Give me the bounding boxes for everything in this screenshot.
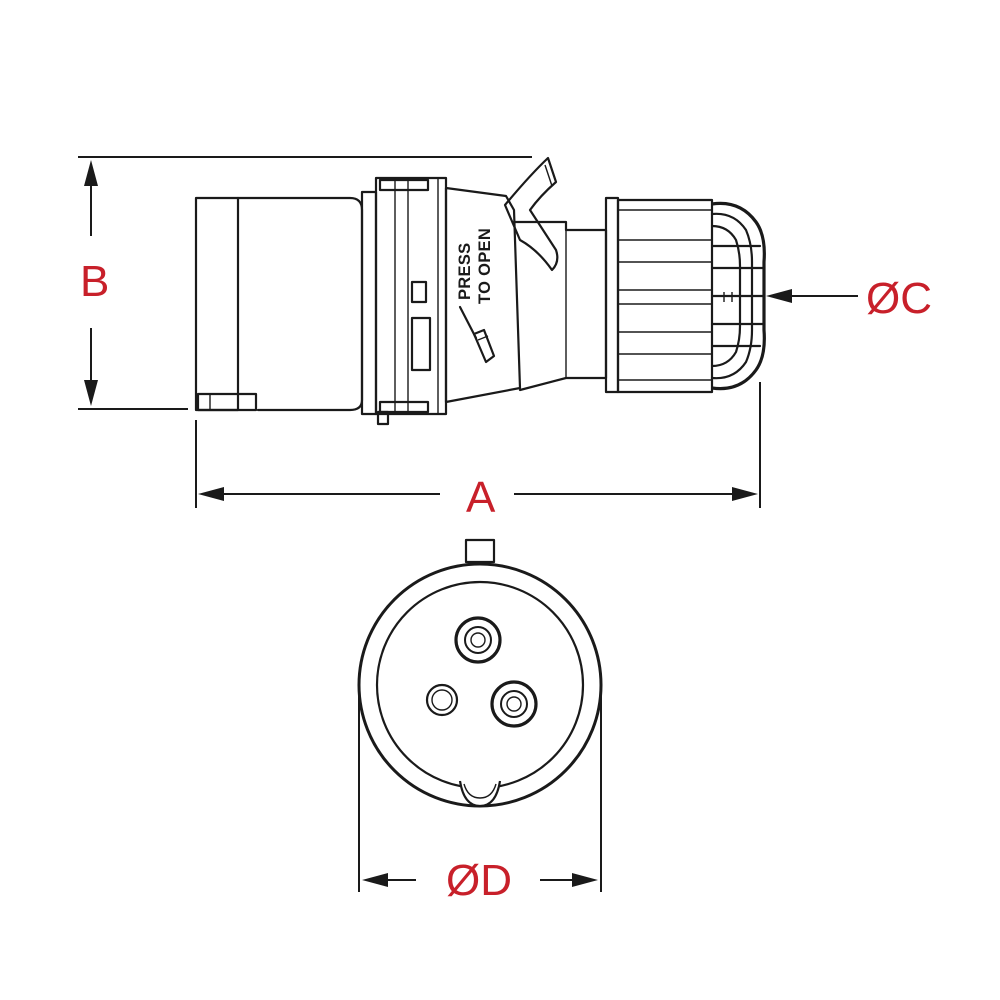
socket-face (375, 580, 585, 790)
outer-housing (357, 562, 603, 808)
lid-body (444, 186, 522, 404)
latch-window-top (410, 280, 428, 304)
contact-top (454, 616, 502, 664)
latch-hook (503, 156, 559, 272)
rear-cap (194, 196, 240, 412)
dimension-a: A (195, 382, 761, 522)
dimension-b-arrow-bottom (84, 380, 98, 406)
press-label-line1: PRESS (456, 243, 474, 300)
keyway-tab (464, 538, 496, 564)
connector-front-view (357, 538, 603, 808)
contact-right (490, 680, 538, 728)
dimension-d-arrow-right (572, 873, 598, 887)
rear-key (196, 392, 258, 412)
retaining-ring-inner (360, 190, 378, 416)
screwdriver-icon (458, 305, 496, 364)
latch-window (410, 316, 432, 372)
dimension-c-label: ØC (866, 274, 932, 323)
dimension-d-arrow-left (362, 873, 388, 887)
neck (512, 220, 608, 392)
gland-nut (616, 198, 714, 394)
connector-side-view: PRESS TO OPEN (78, 156, 766, 426)
press-label-line2: TO OPEN (476, 228, 494, 304)
dimension-b-arrow-top (84, 160, 98, 186)
key-notch (458, 780, 502, 808)
contact-earth (425, 683, 459, 717)
dimension-c: ØC (766, 274, 932, 323)
dimension-b: B (78, 160, 188, 410)
gland-nut-flange (604, 196, 620, 394)
dimension-d: ØD (358, 690, 602, 905)
dimension-b-label: B (80, 257, 109, 306)
dimension-a-label: A (466, 473, 496, 522)
strain-relief-cage (710, 201, 766, 391)
dimension-c-arrow (766, 289, 792, 303)
main-body (236, 196, 364, 412)
dimension-a-arrow-left (198, 487, 224, 501)
dimension-a-arrow-right (732, 487, 758, 501)
dimension-d-label: ØD (446, 856, 512, 905)
ring-tab (376, 410, 390, 426)
